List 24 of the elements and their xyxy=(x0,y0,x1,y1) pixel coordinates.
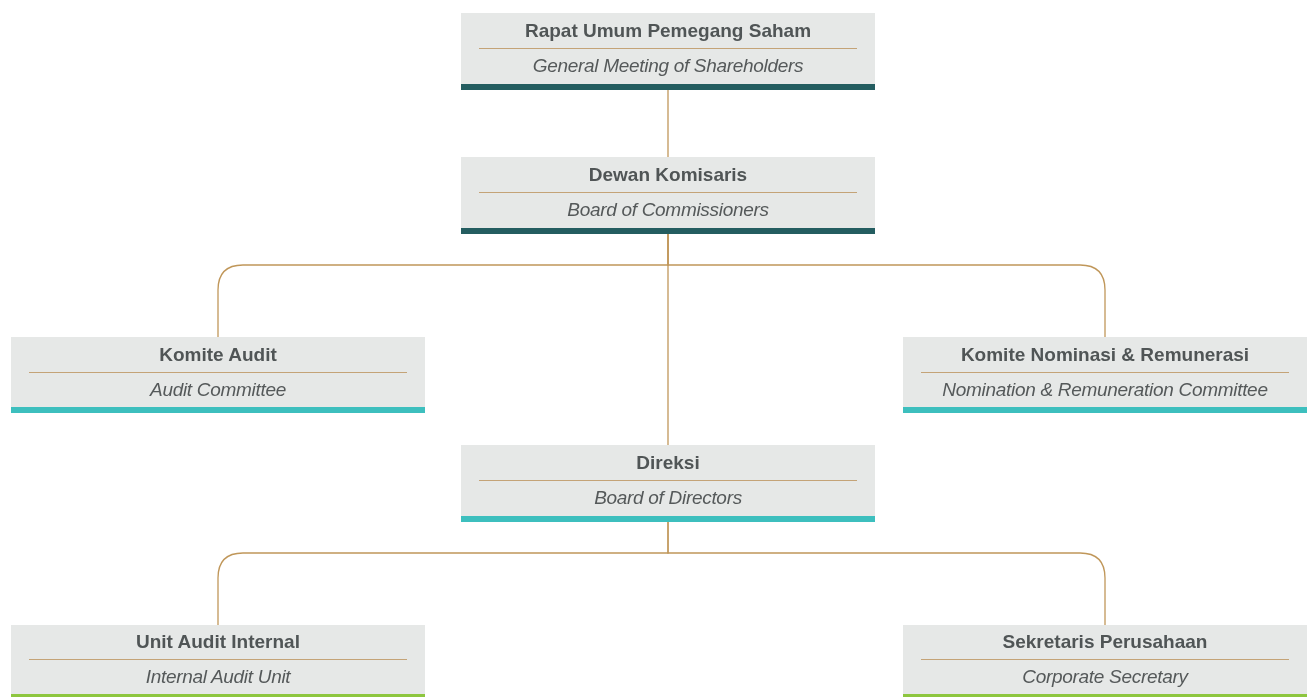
org-box xyxy=(11,625,425,697)
unit-translation: Corporate Secretary xyxy=(1022,665,1188,688)
unit-translation: Board of Directors xyxy=(594,486,742,509)
unit-translation: Nomination & Remuneration Committee xyxy=(942,377,1268,401)
unit-name: Komite Audit xyxy=(29,343,407,373)
connector-line xyxy=(667,521,1106,626)
org-box xyxy=(11,337,425,413)
unit-translation: Internal Audit Unit xyxy=(145,665,291,688)
unit-translation: Board of Commissioners xyxy=(567,198,769,221)
connector-line xyxy=(667,233,669,446)
unit-name: Sekretaris Perusahaan xyxy=(921,631,1289,660)
unit-name: Unit Audit Internal xyxy=(29,631,407,660)
org-box xyxy=(461,445,875,522)
connector-line xyxy=(667,89,669,158)
org-box xyxy=(903,337,1307,413)
unit-name: Komite Nominasi & Remunerasi xyxy=(921,343,1289,373)
unit-translation: General Meeting of Shareholders xyxy=(532,54,804,77)
org-box xyxy=(461,157,875,234)
unit-name: Rapat Umum Pemegang Saham xyxy=(479,20,857,49)
org-box xyxy=(461,13,875,90)
unit-name: Dewan Komisaris xyxy=(479,164,857,193)
org-box xyxy=(903,625,1307,697)
unit-translation: Audit Committee xyxy=(150,377,286,401)
unit-name: Direksi xyxy=(479,452,857,481)
